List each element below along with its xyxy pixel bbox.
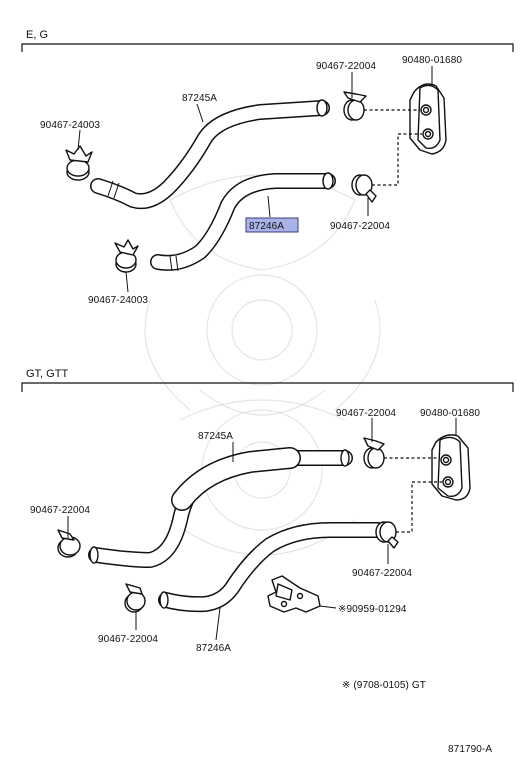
- label-clamp-right-upper-top: 90467-22004: [316, 61, 376, 72]
- label-clamp-left-upper-bottom: 90467-22004: [30, 505, 90, 516]
- label-clamp-left-lower-top: 90467-24003: [88, 295, 148, 306]
- label-bracket: ※90959-01294: [338, 604, 407, 615]
- label-hose-upper-top: 87245A: [182, 93, 217, 104]
- clamp-right-upper-bottom[interactable]: [363, 437, 385, 469]
- dash-line: [396, 481, 442, 533]
- label-clamp-left-upper-top: 90467-24003: [40, 120, 100, 131]
- label-valve-top: 90480-01680: [402, 55, 462, 66]
- clamp-left-upper-bottom[interactable]: [57, 529, 81, 558]
- section-bottom: GT, GTT: [21, 368, 514, 654]
- label-clamp-right-upper-bottom: 90467-22004: [336, 408, 396, 419]
- leader-line: [125, 271, 129, 293]
- label-hose-upper-bottom: 87245A: [198, 431, 233, 442]
- clamp-left-upper-top[interactable]: [65, 145, 93, 181]
- highlight-box: [245, 217, 299, 233]
- hose-87245a-top[interactable]: [90, 99, 330, 210]
- leader-line: [215, 607, 221, 641]
- section-top-label: E, G: [26, 29, 48, 41]
- section-bottom-label: GT, GTT: [26, 368, 68, 380]
- clamp-right-lower-bottom[interactable]: [375, 521, 399, 549]
- clamp-right-upper-top[interactable]: [343, 91, 367, 121]
- label-valve-bottom: 90480-01680: [420, 408, 480, 419]
- valve-bottom[interactable]: [431, 434, 471, 501]
- valve-top[interactable]: [409, 83, 447, 155]
- label-hose-lower-bottom: 87246A: [196, 643, 231, 654]
- section-top: E, G: [21, 29, 514, 306]
- hose-87246a-bottom[interactable]: [158, 522, 386, 613]
- leader-line: [77, 129, 81, 151]
- hose-87246a-top[interactable]: [150, 172, 336, 272]
- dash-line: [372, 133, 422, 186]
- hose-87245a-bottom[interactable]: [88, 447, 353, 568]
- leader-line: [267, 195, 271, 218]
- label-clamp-left-lower-bottom: 90467-22004: [98, 634, 158, 645]
- footnote: ※ (9708-0105) GT: [342, 680, 426, 691]
- label-hose-lower-top[interactable]: 87246A: [249, 221, 284, 232]
- clamp-left-lower-bottom[interactable]: [124, 583, 146, 613]
- section-bottom-bracket: [21, 382, 514, 392]
- bracket-part[interactable]: [267, 575, 337, 613]
- diagram-code: 871790-A: [448, 744, 492, 755]
- leader-line: [196, 103, 204, 123]
- label-clamp-right-lower-bottom: 90467-22004: [352, 568, 412, 579]
- label-clamp-right-lower-top: 90467-22004: [330, 221, 390, 232]
- clamp-left-lower-top[interactable]: [114, 239, 139, 273]
- clamp-right-lower-top[interactable]: [351, 174, 377, 203]
- section-top-bracket: [21, 43, 514, 52]
